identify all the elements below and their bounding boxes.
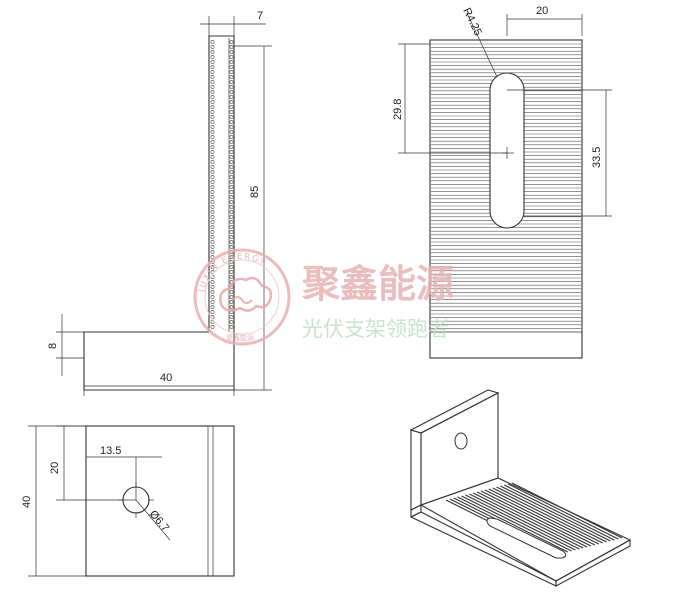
top-view: 13.5 20 40 Ø6.7	[21, 425, 235, 577]
cloud-logo-icon	[219, 276, 273, 312]
dim-side-base-thickness: 8	[47, 343, 59, 349]
dim-front-slot-radius: R4.25	[460, 6, 484, 38]
dim-side-height: 85	[249, 186, 261, 198]
iso-hole	[454, 432, 468, 450]
dim-top-hole-diameter: Ø6.7	[147, 508, 172, 534]
dim-top-hole-y: 20	[49, 462, 61, 474]
dim-front-slot-offset: 29.8	[392, 99, 404, 120]
watermark-seal-ring	[193, 248, 291, 346]
front-view: 20 R4.25 29.8 33.5	[392, 5, 612, 359]
dim-top-hole-x: 13.5	[100, 445, 121, 457]
watermark-tagline: 光伏支架领跑者	[302, 317, 449, 341]
dim-side-base-length: 40	[160, 372, 172, 384]
dim-top-width: 40	[21, 496, 33, 508]
iso-slot	[486, 517, 567, 559]
isometric-grooves	[445, 482, 623, 556]
side-view: 7 85 8 40	[47, 10, 272, 396]
dim-front-slot-width: 20	[536, 5, 548, 17]
isometric-view	[409, 389, 632, 587]
watermark-brand: 聚鑫能源	[301, 261, 454, 306]
dim-side-thickness: 7	[257, 10, 263, 22]
watermark-seal-text: 聚鑫能源	[226, 333, 254, 342]
dim-front-slot-length: 33.5	[591, 147, 603, 168]
